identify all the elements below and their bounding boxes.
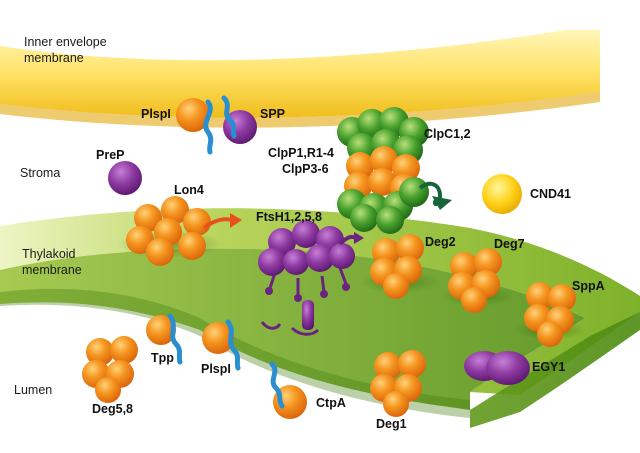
stroma-label: Stroma: [20, 166, 60, 180]
deg2-label: Deg2: [425, 235, 456, 249]
degradation-arrow-icon: [418, 181, 443, 207]
spp-protease: [221, 95, 257, 144]
plspl-top-protease: [176, 98, 214, 155]
deg7-label: Deg7: [494, 237, 525, 251]
inner-envelope-label-line2: membrane: [24, 51, 84, 65]
degradation-arrow-icon: [202, 217, 233, 230]
clpp-label-line1: ClpP1,R1-4: [268, 146, 334, 160]
signal-peptide-icon: [167, 313, 183, 365]
deg58-protease: [82, 336, 138, 403]
spp-label: SPP: [260, 107, 285, 121]
degradation-arrow-icon: [354, 232, 364, 244]
sppa-label: SppA: [572, 279, 605, 293]
signal-peptide-icon: [225, 319, 241, 371]
egy1-label: EGY1: [532, 360, 565, 374]
plspl-bottom-protease: [202, 319, 241, 371]
clp-protease-complex: [337, 107, 452, 234]
cnd41-label: CND41: [530, 187, 571, 201]
inner-envelope-label-line1: Inner envelope: [24, 35, 107, 49]
clpc-label: ClpC1,2: [424, 127, 471, 141]
ftsh-protease: [258, 220, 364, 336]
lon4-protease: [126, 196, 242, 266]
thylakoid-label-line1: Thylakoid: [22, 247, 76, 261]
clpp-label-line2: ClpP3-6: [282, 162, 329, 176]
ftsh-label: FtsH1,2,5,8: [256, 210, 322, 224]
signal-peptide-icon: [203, 99, 214, 155]
deg7-protease: [448, 248, 502, 313]
thylakoid-label-line2: membrane: [22, 263, 82, 277]
deg2-protease: [370, 234, 424, 299]
deg1-label: Deg1: [376, 417, 407, 431]
prep-label: PreP: [96, 148, 125, 162]
lumen-label: Lumen: [14, 383, 52, 397]
deg58-label: Deg5,8: [92, 402, 133, 416]
cnd41-protease: [482, 174, 522, 214]
tpp-label: Tpp: [151, 351, 174, 365]
signal-peptide-icon: [269, 361, 285, 409]
plspl-bottom-label: PlspI: [201, 362, 231, 376]
deg1-protease: [370, 350, 426, 417]
ctpa-label: CtpA: [316, 396, 346, 410]
lon4-label: Lon4: [174, 183, 204, 197]
inner-envelope-membrane: [0, 30, 600, 128]
ctpa-protease: [269, 361, 307, 419]
prep-protease: [108, 161, 142, 195]
plspl-top-label: PlspI: [141, 107, 171, 121]
egy1-protease: [464, 351, 530, 385]
sppa-protease: [524, 282, 576, 347]
tpp-protease: [146, 313, 183, 365]
signal-peptide-icon: [221, 95, 237, 139]
